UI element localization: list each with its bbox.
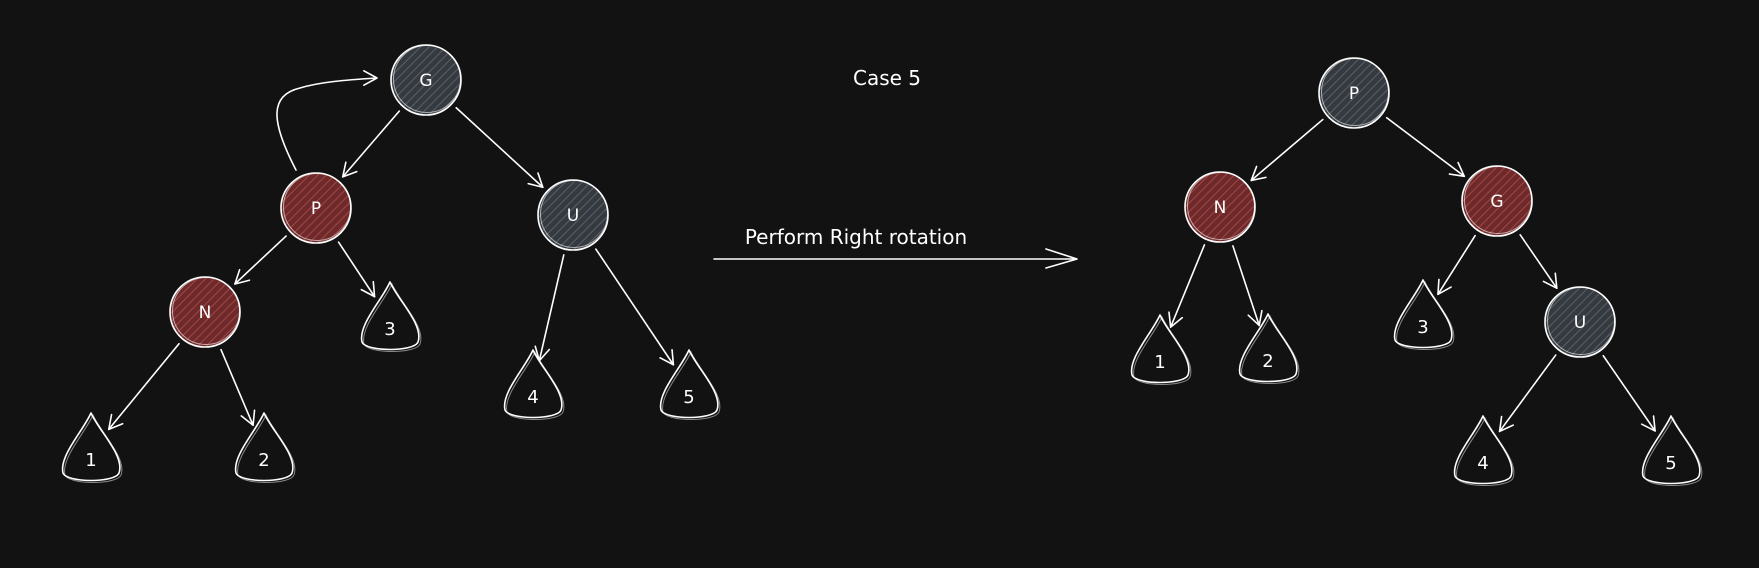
node-label-before-U: U — [567, 206, 579, 226]
edge-after-P-N — [1250, 118, 1324, 182]
node-label-after-U: U — [1574, 313, 1586, 333]
edge-after-U-L5 — [1602, 354, 1656, 432]
node-label-after-G: G — [1490, 192, 1503, 212]
subtree-label-after-5: 5 — [1665, 453, 1676, 474]
node-after-N: N — [1184, 171, 1256, 243]
case-title: Case 5 — [853, 66, 921, 90]
edge-before-P-L3 — [337, 241, 376, 298]
operation-arrow — [713, 248, 1078, 269]
subtree-after-4: 4 — [1453, 415, 1515, 486]
node-label-before-N: N — [199, 303, 212, 323]
node-before-P: P — [280, 172, 352, 244]
edge-after-N-L2 — [1232, 245, 1263, 327]
node-label-before-P: P — [311, 199, 321, 219]
subtree-after-2: 2 — [1238, 313, 1300, 384]
subtree-after-5: 5 — [1641, 415, 1703, 486]
subtree-label-after-2: 2 — [1262, 351, 1273, 372]
edge-before-N-L2 — [220, 348, 256, 427]
subtree-after-3: 3 — [1393, 279, 1455, 350]
node-before-N: N — [169, 276, 241, 348]
subtree-label-before-4: 4 — [527, 387, 538, 408]
subtree-before-1: 1 — [61, 412, 123, 483]
edge-after-U-L4 — [1498, 354, 1557, 433]
node-label-before-G: G — [419, 71, 432, 91]
rotation-hint-arrow — [276, 70, 378, 171]
node-before-G: G — [390, 44, 462, 116]
after-tree: P N G U 1 2 3 4 5 — [1130, 57, 1703, 486]
subtree-before-2: 2 — [234, 412, 296, 483]
edge-before-U-L5 — [595, 248, 675, 366]
edge-after-G-U — [1519, 234, 1558, 289]
node-label-after-P: P — [1349, 84, 1359, 104]
subtree-label-before-5: 5 — [683, 387, 694, 408]
edge-after-G-L3 — [1437, 234, 1476, 296]
edge-before-N-L1 — [107, 342, 180, 431]
before-tree: G P U N 1 2 3 4 5 — [61, 44, 721, 483]
node-before-U: U — [537, 179, 609, 251]
node-after-P: P — [1318, 57, 1390, 129]
subtree-before-4: 4 — [503, 349, 565, 420]
node-after-G: G — [1461, 165, 1533, 237]
subtree-label-after-4: 4 — [1477, 453, 1488, 474]
operation-label: Perform Right rotation — [745, 225, 967, 249]
edge-before-U-L4 — [534, 254, 565, 362]
edge-after-N-L1 — [1168, 244, 1206, 328]
subtree-label-before-1: 1 — [85, 450, 96, 471]
node-label-after-N: N — [1214, 198, 1227, 218]
edge-after-P-G — [1385, 116, 1466, 178]
edge-before-G-P — [341, 110, 401, 178]
subtree-label-before-3: 3 — [384, 319, 395, 340]
subtree-label-before-2: 2 — [258, 450, 269, 471]
edge-before-P-N — [234, 235, 287, 285]
subtree-before-3: 3 — [360, 281, 422, 352]
subtree-label-after-1: 1 — [1154, 352, 1165, 373]
subtree-label-after-3: 3 — [1417, 317, 1428, 338]
edge-before-G-U — [455, 106, 544, 189]
subtree-before-5: 5 — [659, 349, 721, 420]
subtree-after-1: 1 — [1130, 314, 1192, 385]
node-after-U: U — [1544, 286, 1616, 358]
